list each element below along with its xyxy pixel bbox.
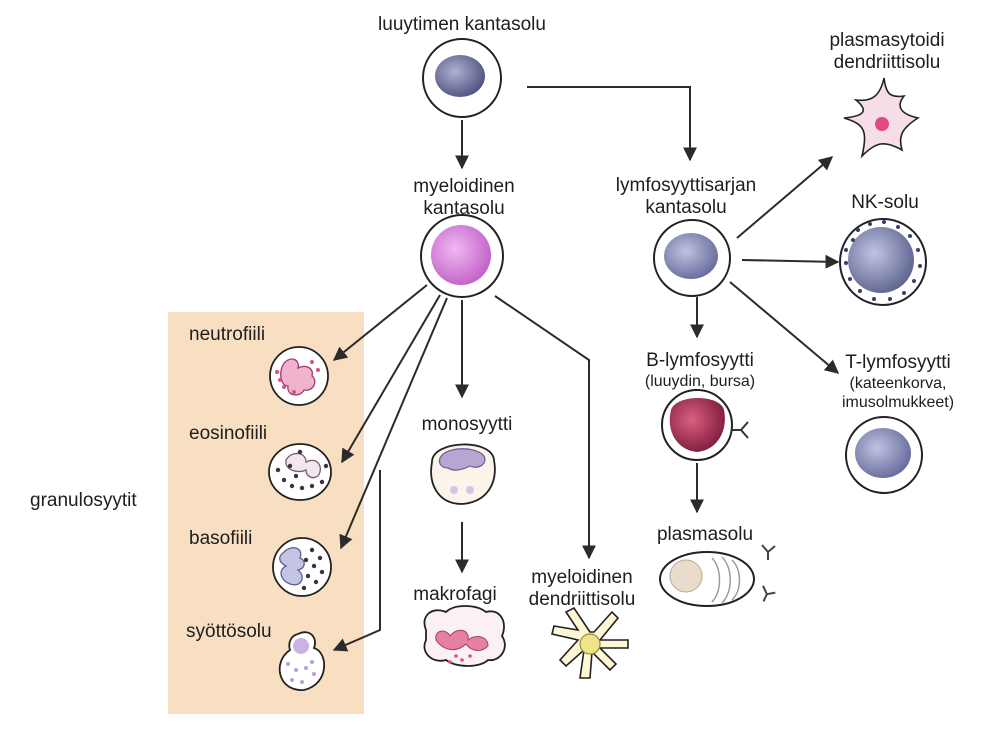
- lineage-arrows: [332, 86, 840, 652]
- macrophage-cell: [423, 605, 506, 667]
- nk-cell: [839, 218, 927, 306]
- arrow-to-t-lymphocyte: [729, 281, 840, 374]
- label-myeloid-dc-line2: dendriittisolu: [529, 589, 636, 610]
- label-t-lymphocyte: T-lymfosyytti: [845, 352, 951, 373]
- label-lymphoid-stem-line1: lymfosyyttisarjan: [616, 175, 756, 196]
- granulocyte-panel: [168, 312, 364, 714]
- label-mast-cell: syöttösolu: [186, 621, 272, 642]
- label-bone-marrow-stem-cell: luuytimen kantasolu: [378, 14, 546, 35]
- arrow-stem-to-lymphoid: [527, 86, 697, 162]
- label-t-lymphocyte-note-line2: imusolmukkeet): [842, 394, 954, 411]
- arrow-to-basophil: [339, 297, 448, 550]
- plasmacytoid-dendritic-cell: [843, 77, 921, 159]
- plasma-cell: [659, 544, 776, 607]
- arrow-to-nk-cell: [741, 254, 840, 269]
- monocyte-cell: [430, 443, 496, 505]
- label-lymphoid-stem-line2: kantasolu: [645, 197, 726, 218]
- lymphoid-stem-cell: [653, 219, 731, 297]
- label-monocyte: monosyytti: [422, 414, 513, 435]
- arrow-to-neutrophil: [332, 284, 428, 361]
- label-basophil: basofiili: [189, 528, 252, 549]
- bone-marrow-stem-cell: [422, 38, 502, 118]
- label-b-lymphocyte: B-lymfosyytti: [646, 350, 754, 371]
- label-macrophage: makrofagi: [413, 584, 496, 605]
- b-lymphocyte-cell: [661, 389, 749, 461]
- basophil-cell: [272, 537, 332, 597]
- arrow-to-mast-cell: [332, 470, 381, 652]
- label-eosinophil: eosinofiili: [189, 423, 267, 444]
- label-b-lymphocyte-note: (luuydin, bursa): [645, 373, 755, 390]
- myeloid-stem-cell: [420, 214, 504, 298]
- label-plasmacytoid-dc-line1: plasmasytoidi: [829, 30, 944, 51]
- label-myeloid-stem-line2: kantasolu: [423, 198, 504, 219]
- label-plasma-cell: plasmasolu: [657, 524, 753, 545]
- t-lymphocyte-cell: [845, 416, 923, 494]
- eosinophil-cell: [268, 443, 332, 501]
- arrow-to-plasmacytoid-dc: [736, 156, 834, 239]
- neutrophil-cell: [269, 346, 329, 406]
- label-t-lymphocyte-note-line1: (kateenkorva,: [850, 375, 947, 392]
- nk-granules: [844, 220, 922, 301]
- label-nk-cell: NK-solu: [851, 192, 919, 213]
- label-neutrophil: neutrofiili: [189, 324, 265, 345]
- label-plasmacytoid-dc-line2: dendriittisolu: [834, 52, 941, 73]
- label-myeloid-dc-line1: myeloidinen: [531, 567, 632, 588]
- mast-cell: [278, 631, 326, 691]
- b-cell-antibody-icon: [731, 421, 749, 439]
- antibody-icon: [761, 544, 776, 602]
- arrow-to-myeloid-dc: [494, 295, 596, 560]
- label-granulocytes: granulosyytit: [30, 490, 137, 511]
- label-myeloid-stem-line1: myeloidinen: [413, 176, 514, 197]
- myeloid-dendritic-cell: [551, 606, 629, 679]
- arrow-to-eosinophil: [341, 294, 441, 464]
